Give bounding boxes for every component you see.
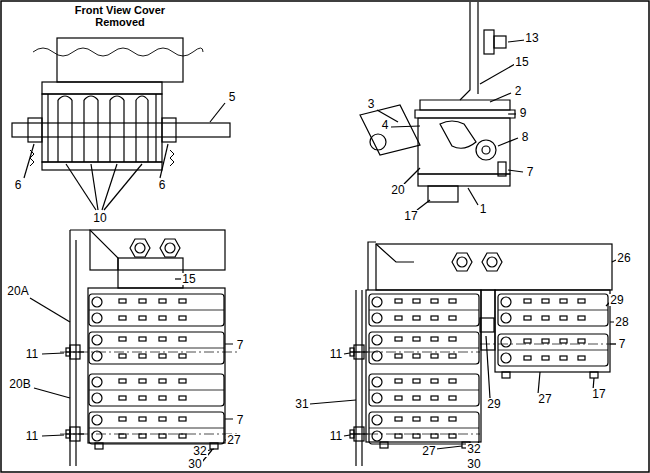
callout-number: 27: [226, 434, 241, 446]
callout-number: 11: [25, 348, 39, 360]
view-heading: Front View Cover Removed: [73, 5, 167, 28]
callout-number: 29: [609, 294, 624, 306]
callout-number: 27: [421, 445, 436, 457]
callout-number: 5: [228, 91, 237, 103]
callout-number: 30: [187, 458, 202, 470]
callout-number: 32: [192, 445, 207, 457]
callout-number: 11: [329, 430, 343, 442]
callout-number: 26: [616, 252, 631, 264]
callout-number: 15: [514, 56, 529, 68]
callout-number: 20A: [6, 285, 29, 297]
callout-number: 6: [14, 179, 23, 191]
callout-number: 7: [618, 338, 627, 350]
callout-number: 32: [466, 443, 481, 455]
callout-number: 29: [486, 398, 501, 410]
callout-number: 7: [526, 166, 535, 178]
callout-number: 1: [479, 203, 488, 215]
callout-number: 3: [367, 98, 376, 110]
callout-number: 7: [236, 339, 245, 351]
callout-number: 13: [524, 32, 539, 44]
callout-number: 17: [403, 210, 418, 222]
callout-number: 15: [181, 273, 196, 285]
callout-number: 17: [591, 388, 606, 400]
callout-number: 2: [514, 85, 523, 97]
callout-number: 28: [614, 316, 629, 328]
callout-number: 27: [537, 393, 552, 405]
callout-number: 11: [25, 430, 39, 442]
callout-number: 8: [521, 131, 530, 143]
callout-number: 6: [158, 179, 167, 191]
callout-number: 20B: [8, 378, 31, 390]
callout-number: 20: [390, 184, 405, 196]
callout-number: 11: [329, 348, 343, 360]
callout-number: 10: [92, 212, 107, 224]
callout-number: 9: [519, 107, 528, 119]
callout-number: 31: [294, 398, 309, 410]
callout-number: 4: [381, 119, 390, 131]
callout-number: 30: [466, 458, 481, 470]
callout-number: 7: [236, 414, 245, 426]
